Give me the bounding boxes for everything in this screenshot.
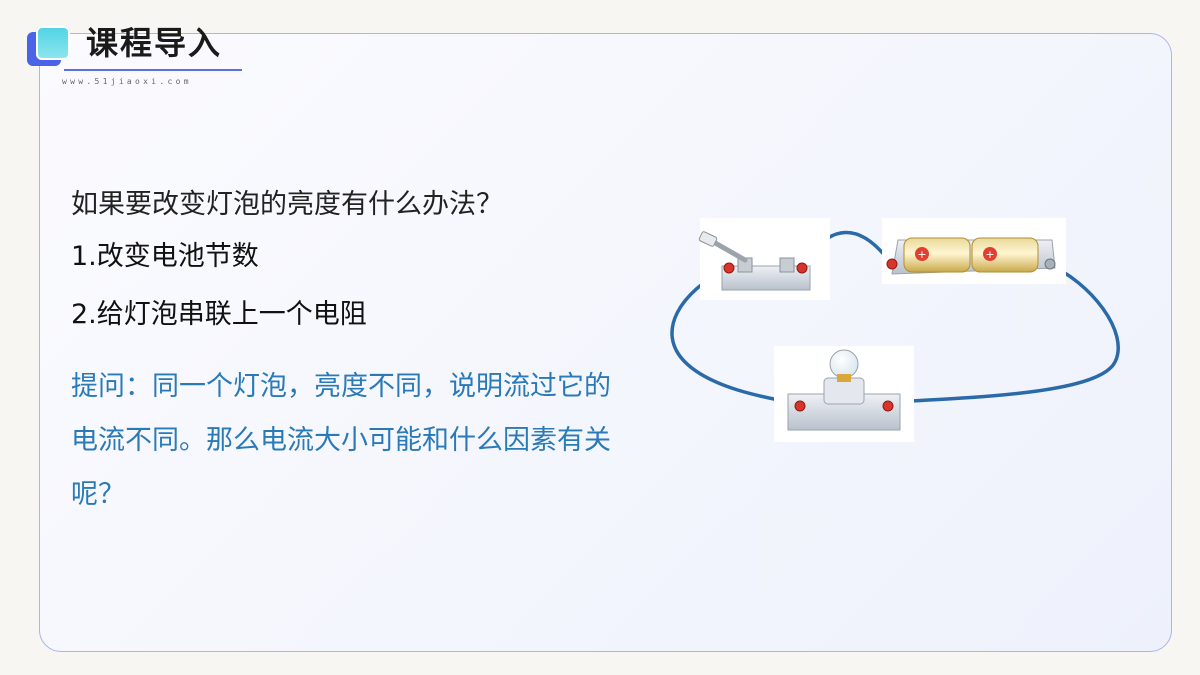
switch-component xyxy=(698,218,830,300)
question-text: 如果要改变灯泡的亮度有什么办法？ xyxy=(71,189,503,220)
title-underline xyxy=(64,69,242,71)
logo-icon xyxy=(27,26,75,70)
battery-pack-component: + + xyxy=(882,218,1066,284)
circuit-diagram: + + xyxy=(670,218,1120,442)
svg-text:+: + xyxy=(985,248,994,261)
svg-text:+: + xyxy=(917,248,926,261)
prompt-text: 提问：同一个灯泡，亮度不同，说明流过它的电流不同。那么电流大小可能和什么因素有关… xyxy=(71,371,611,510)
answer-1: 1.改变电池节数 xyxy=(71,241,259,272)
answer-2: 2.给灯泡串联上一个电阻 xyxy=(71,299,367,330)
watermark-text: www.51jiaoxi.com xyxy=(62,77,192,86)
slide-card xyxy=(39,33,1172,652)
light-bulb-component xyxy=(774,346,914,442)
slide-title: 课程导入 xyxy=(86,24,223,62)
